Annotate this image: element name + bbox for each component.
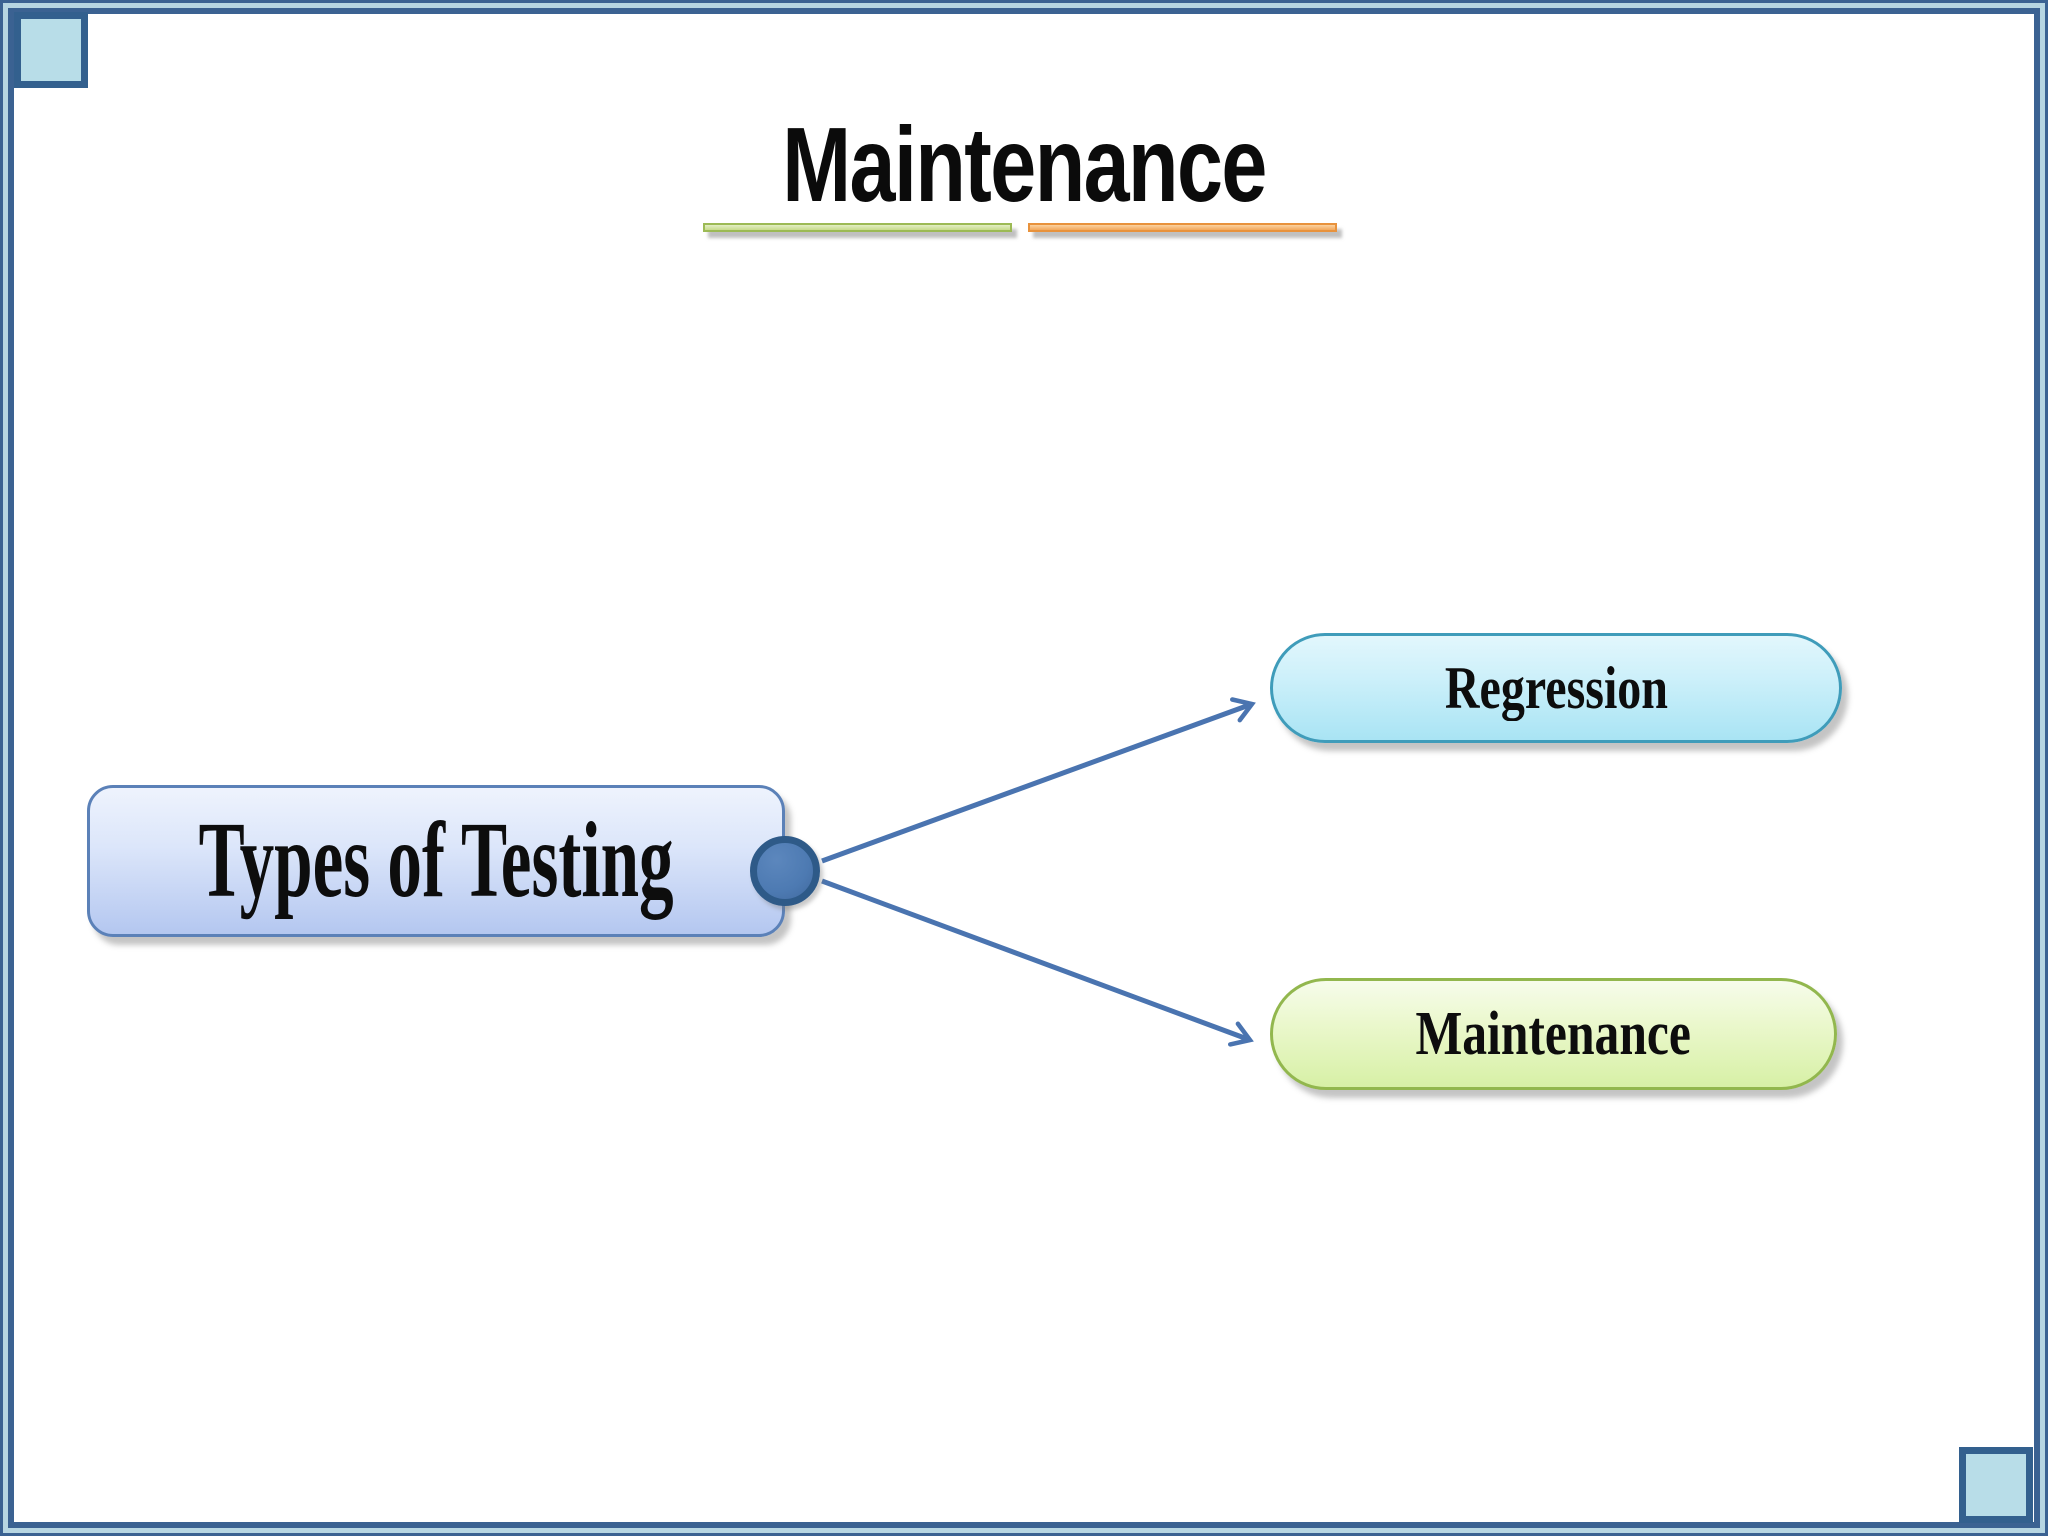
maintenance-label: Maintenance [1415,999,1692,1068]
page-title-text: Maintenance [782,106,1267,224]
slide-frame-inner [8,8,2040,1528]
types-of-testing-label: Types of Testing [198,801,674,920]
page-title: Maintenance [0,112,2048,218]
types-of-testing-node: Types of Testing [87,785,785,937]
arrow-to-regression [821,697,1256,864]
maintenance-node: Maintenance [1270,978,1837,1090]
slide-frame-stripe [3,3,2045,1533]
corner-square-bottom-right [1959,1447,2033,1523]
connection-point-circle [750,836,820,906]
title-underline-orange [1028,223,1337,232]
arrow-to-maintenance [821,878,1254,1047]
regression-label: Regression [1444,654,1668,721]
regression-node: Regression [1270,633,1842,743]
corner-square-top-left [14,12,88,88]
title-underline-green [703,223,1012,232]
